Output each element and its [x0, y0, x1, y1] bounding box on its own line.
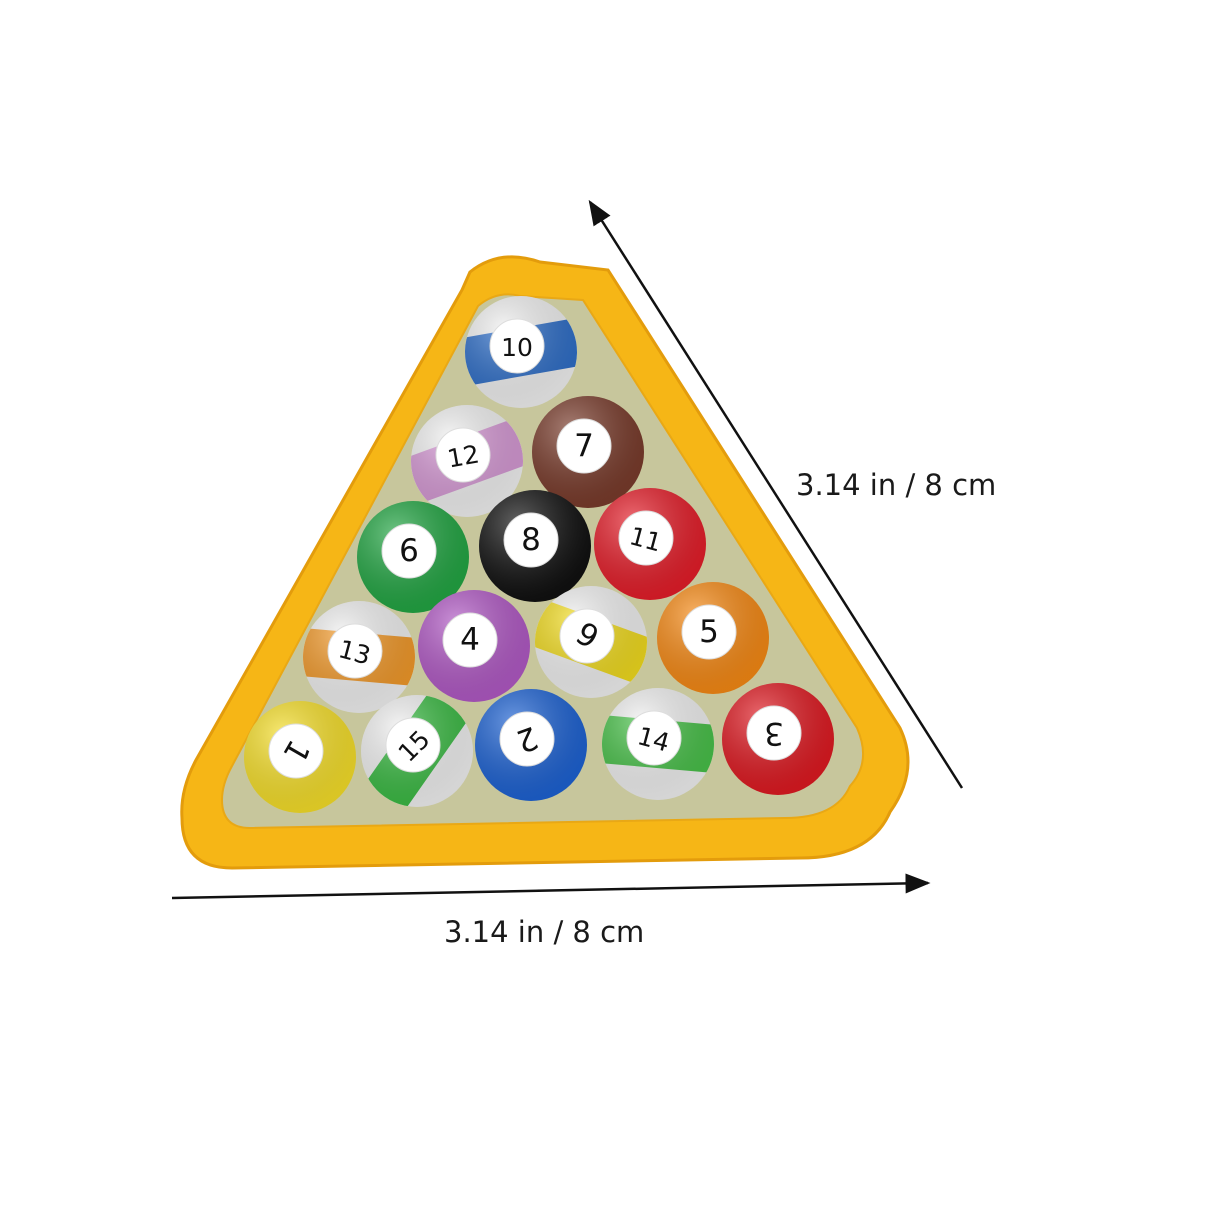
number-disc — [385, 717, 441, 773]
number-disc — [503, 512, 559, 568]
ball-9: 9 — [525, 586, 657, 698]
number-disc — [381, 523, 437, 579]
ball-number: 7 — [574, 428, 594, 464]
number-disc — [559, 608, 615, 664]
number-disc — [489, 318, 545, 374]
number-disc — [681, 604, 737, 660]
number-disc — [435, 427, 491, 483]
ball-8: 8 — [479, 490, 591, 602]
ball-4: 4 — [418, 590, 530, 702]
number-disc — [327, 623, 383, 679]
ball-13: 13 — [298, 601, 420, 713]
number-disc — [618, 510, 674, 566]
ball-5: 5 — [657, 582, 769, 694]
ball-number: 10 — [501, 333, 533, 362]
number-disc — [746, 705, 802, 761]
ball-number: 3 — [764, 715, 784, 751]
width-arrow — [171, 873, 931, 900]
ball-14: 14 — [597, 688, 719, 800]
ball-number: 12 — [445, 439, 481, 473]
number-disc — [556, 418, 612, 474]
ball-1: 1 — [244, 701, 356, 813]
ball-2: 2 — [475, 689, 587, 801]
ball-6: 6 — [357, 501, 469, 613]
height-dimension-label: 3.14 in / 8 cm — [796, 468, 997, 502]
ball-10: 10 — [456, 296, 586, 408]
ball-7: 7 — [532, 396, 644, 508]
ball-11: 11 — [594, 488, 706, 600]
number-disc — [442, 612, 498, 668]
width-dimension-label: 3.14 in / 8 cm — [444, 915, 645, 949]
height-arrow — [588, 199, 964, 789]
ball-number: 8 — [521, 522, 541, 558]
number-disc — [626, 710, 682, 766]
ball-3: 3 — [722, 683, 834, 795]
ball-number: 5 — [699, 614, 719, 650]
ball-number: 6 — [399, 533, 419, 569]
number-disc — [268, 723, 324, 779]
number-disc — [499, 711, 555, 767]
ball-12: 12 — [401, 405, 533, 517]
ball-15: 15 — [361, 687, 473, 815]
ball-number: 4 — [460, 622, 480, 658]
